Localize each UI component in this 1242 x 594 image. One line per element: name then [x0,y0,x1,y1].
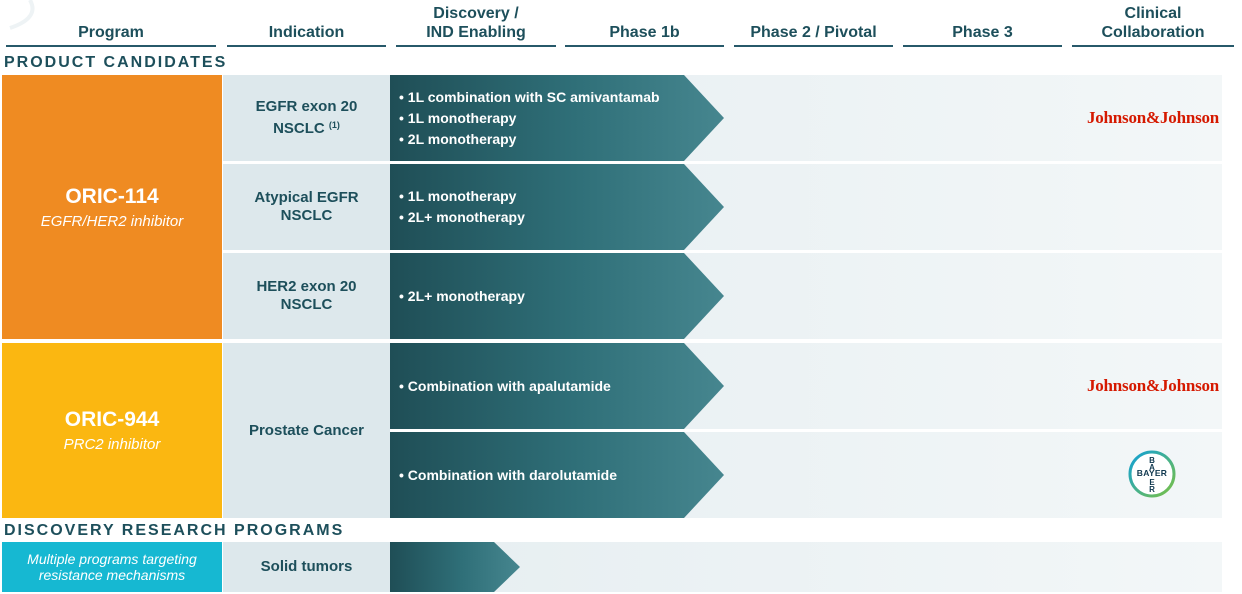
progress-arrow-discovery [390,542,520,592]
header-discovery-line1: Discovery / [433,5,519,22]
header-indication: Indication [268,24,345,41]
header-underline [227,45,386,47]
indication-egfr-exon20: EGFR exon 20 NSCLC (1) [223,75,390,161]
row-background [390,542,1222,592]
indication-line2: NSCLC (1) [273,116,340,138]
program-discovery: Multiple programs targeting resistance m… [2,542,222,592]
header-collab-line2: Collaboration [1101,24,1205,41]
header-phase1b: Phase 1b [609,24,680,41]
johnson-johnson-logo: Johnson&Johnson [1086,108,1220,127]
row-separator [223,161,390,164]
indication-solid-tumors: Solid tumors [223,542,390,592]
arrow-item: • Combination with darolutamide [399,466,618,483]
header-discovery: Discovery / IND Enabling [396,0,556,46]
header-underline [1072,45,1234,47]
bayer-logo: B A R E BAYER [1127,449,1177,499]
header-phase2: Phase 2 / Pivotal [750,24,877,41]
header-underline [734,45,893,47]
program-discovery-line1: Multiple programs targeting [27,551,197,567]
indication-prostate-cancer: Prostate Cancer [223,343,390,518]
header-collaboration: Clinical Collaboration [1072,0,1234,46]
header-underline [565,45,724,47]
decorative-arc [9,0,35,30]
header-underline [6,45,216,47]
arrow-item: • 2L+ monotherapy [399,287,525,304]
indication-her2-exon20: HER2 exon 20 NSCLC [223,253,390,339]
progress-arrow-prostate-apalutamide: • Combination with apalutamide [390,343,724,429]
header-underline [903,45,1062,47]
header-underline [396,45,556,47]
header-collab-line1: Clinical [1124,5,1182,22]
johnson-johnson-logo: Johnson&Johnson [1086,376,1220,395]
section-title-discovery-research: DISCOVERY RESEARCH PROGRAMS [4,522,345,539]
arrow-item: • 2L monotherapy [399,130,517,147]
program-subtitle: PRC2 inhibitor [63,436,161,453]
arrow-item: • 2L+ monotherapy [399,209,525,225]
progress-arrow-prostate-darolutamide: • Combination with darolutamide [390,432,724,518]
header-discovery-line2: IND Enabling [426,24,526,41]
arrow-item: • 1L monotherapy [399,188,517,204]
indication-line2-text: NSCLC [273,120,325,137]
header-program: Program [78,24,144,41]
indication-line2: NSCLC [280,207,333,224]
arrow-item: • 1L combination with SC amivantamab [399,88,660,105]
header-phase3: Phase 3 [952,24,1013,41]
program-name: ORIC-114 [65,184,159,208]
bayer-logo-text: BAYER [1136,468,1168,478]
program-discovery-line2: resistance mechanisms [38,567,186,583]
program-oric-944: ORIC-944 PRC2 inhibitor [2,343,222,518]
indication-line1: Atypical EGFR [254,189,359,206]
progress-arrow-atypical-egfr: • 1L monotherapy • 2L+ monotherapy [390,164,724,250]
indication-line1: HER2 exon 20 [256,278,357,295]
program-oric-114: ORIC-114 EGFR/HER2 inhibitor [2,75,222,339]
svg-text:R: R [1149,485,1155,494]
row-separator [223,250,390,253]
indication-line2: NSCLC [280,296,333,313]
section-title-product-candidates: PRODUCT CANDIDATES [4,54,228,71]
program-name: ORIC-944 [64,408,160,431]
program-subtitle: EGFR/HER2 inhibitor [40,212,184,230]
indication-line1: EGFR exon 20 [255,98,358,115]
bayer-cross-icon: B A R E [1128,450,1176,498]
progress-arrow-her2: • 2L+ monotherapy [390,253,724,339]
arrow-item: • 1L monotherapy [399,109,517,126]
svg-text:A: A [1149,463,1155,472]
progress-arrow-egfr-exon20: • 1L combination with SC amivantamab • 1… [390,75,724,161]
footnote-marker: (1) [328,120,340,130]
indication-atypical-egfr: Atypical EGFR NSCLC [223,164,390,250]
svg-text:B: B [1149,456,1155,465]
arrow-item: • Combination with apalutamide [399,377,611,394]
svg-text:E: E [1149,478,1155,487]
